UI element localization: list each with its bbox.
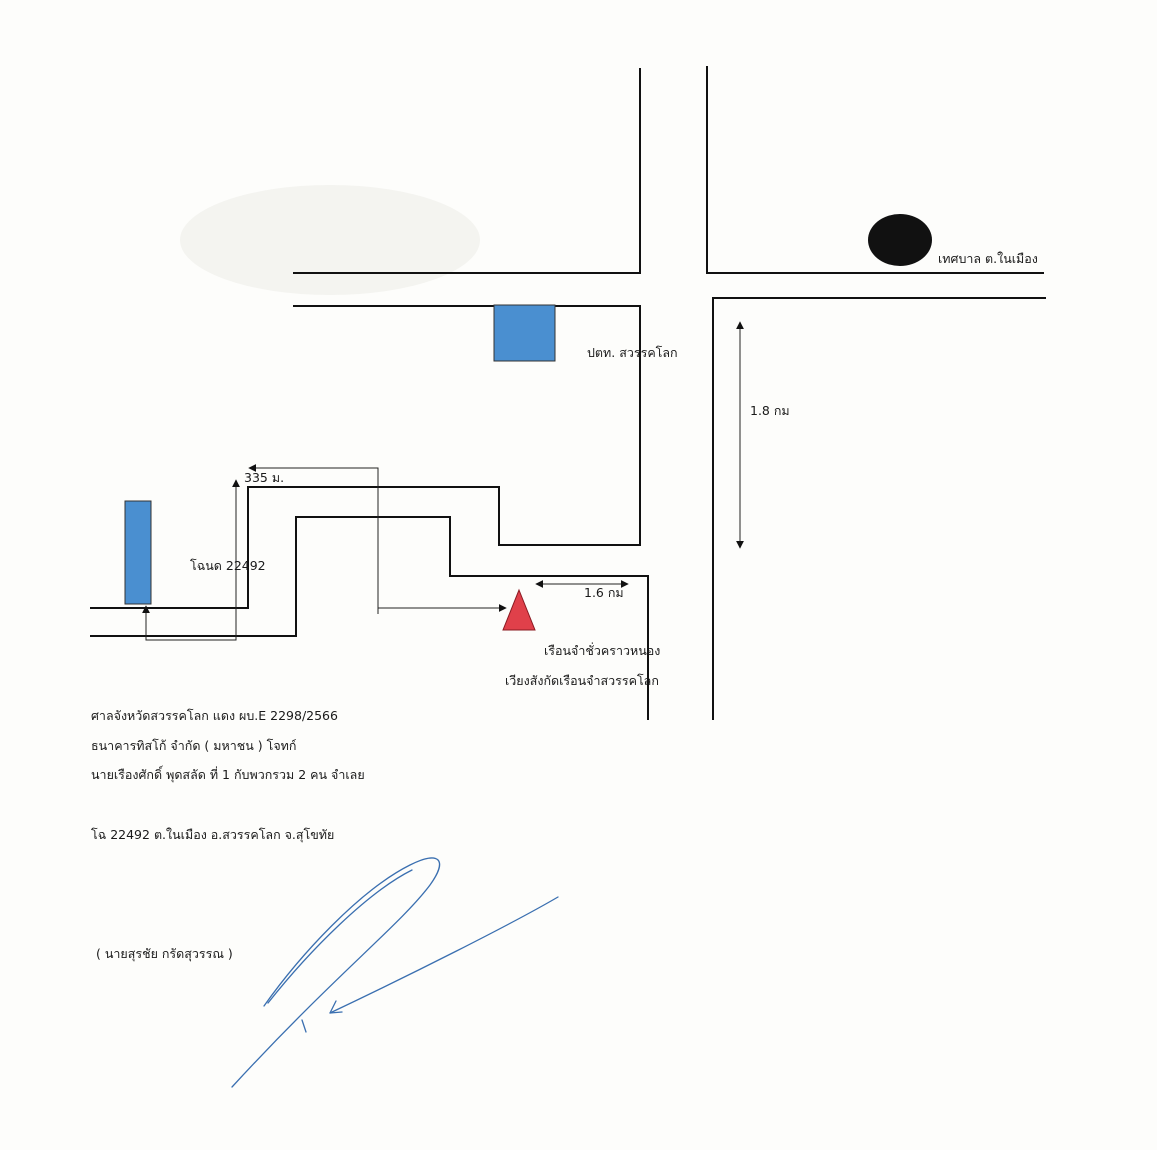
distance-east-label: 1.6 กม <box>584 585 624 600</box>
road-main-west <box>90 305 641 609</box>
road-south-branch <box>90 516 649 720</box>
municipality-label: เทศบาล ต.ในเมือง <box>938 251 1038 266</box>
road-north-right <box>706 66 1044 274</box>
deed-building-icon <box>124 500 152 605</box>
road-north-left <box>293 68 641 274</box>
route-arrows <box>142 321 744 641</box>
route-to-building-west <box>142 479 240 641</box>
roads <box>90 66 1046 720</box>
municipality-marker-icon <box>868 214 932 266</box>
case-number-line: ศาลจังหวัดสวรรคโลก แดง ผบ.E 2298/2566 <box>91 708 338 723</box>
deed-location-line: โฉ 22492 ต.ในเมือง อ.สวรรคโลก จ.สุโขทัย <box>91 827 335 842</box>
distance-west-label: 335 ม. <box>244 470 285 485</box>
prison-label-line2: เวียงสังกัดเรือนจำสวรรคโลก <box>505 673 659 688</box>
plaintiff-line: ธนาคารทิสโก้ จำกัด ( มหาชน ) โจทก์ <box>91 738 297 753</box>
title-deed-label: โฉนด 22492 <box>190 558 266 573</box>
road-east <box>712 297 1046 720</box>
signer-name: ( นายสุรชัย กรัดสุวรรณ ) <box>96 946 233 961</box>
scan-smudge <box>180 185 480 295</box>
distance-north-label: 1.8 กม <box>750 403 790 418</box>
signature <box>231 857 559 1088</box>
prison-label-line1: เรือนจำชั่วคราวหนอง <box>544 643 661 658</box>
defendant-line: นายเรืองศักดิ์ พุดสลัด ที่ 1 กับพวกรวม 2… <box>91 767 365 782</box>
post-office-label: ปตท. สวรรคโลก <box>587 345 678 360</box>
target-location-marker-icon <box>502 588 536 631</box>
post-office-building-icon <box>493 304 556 362</box>
route-to-deed <box>248 464 379 614</box>
